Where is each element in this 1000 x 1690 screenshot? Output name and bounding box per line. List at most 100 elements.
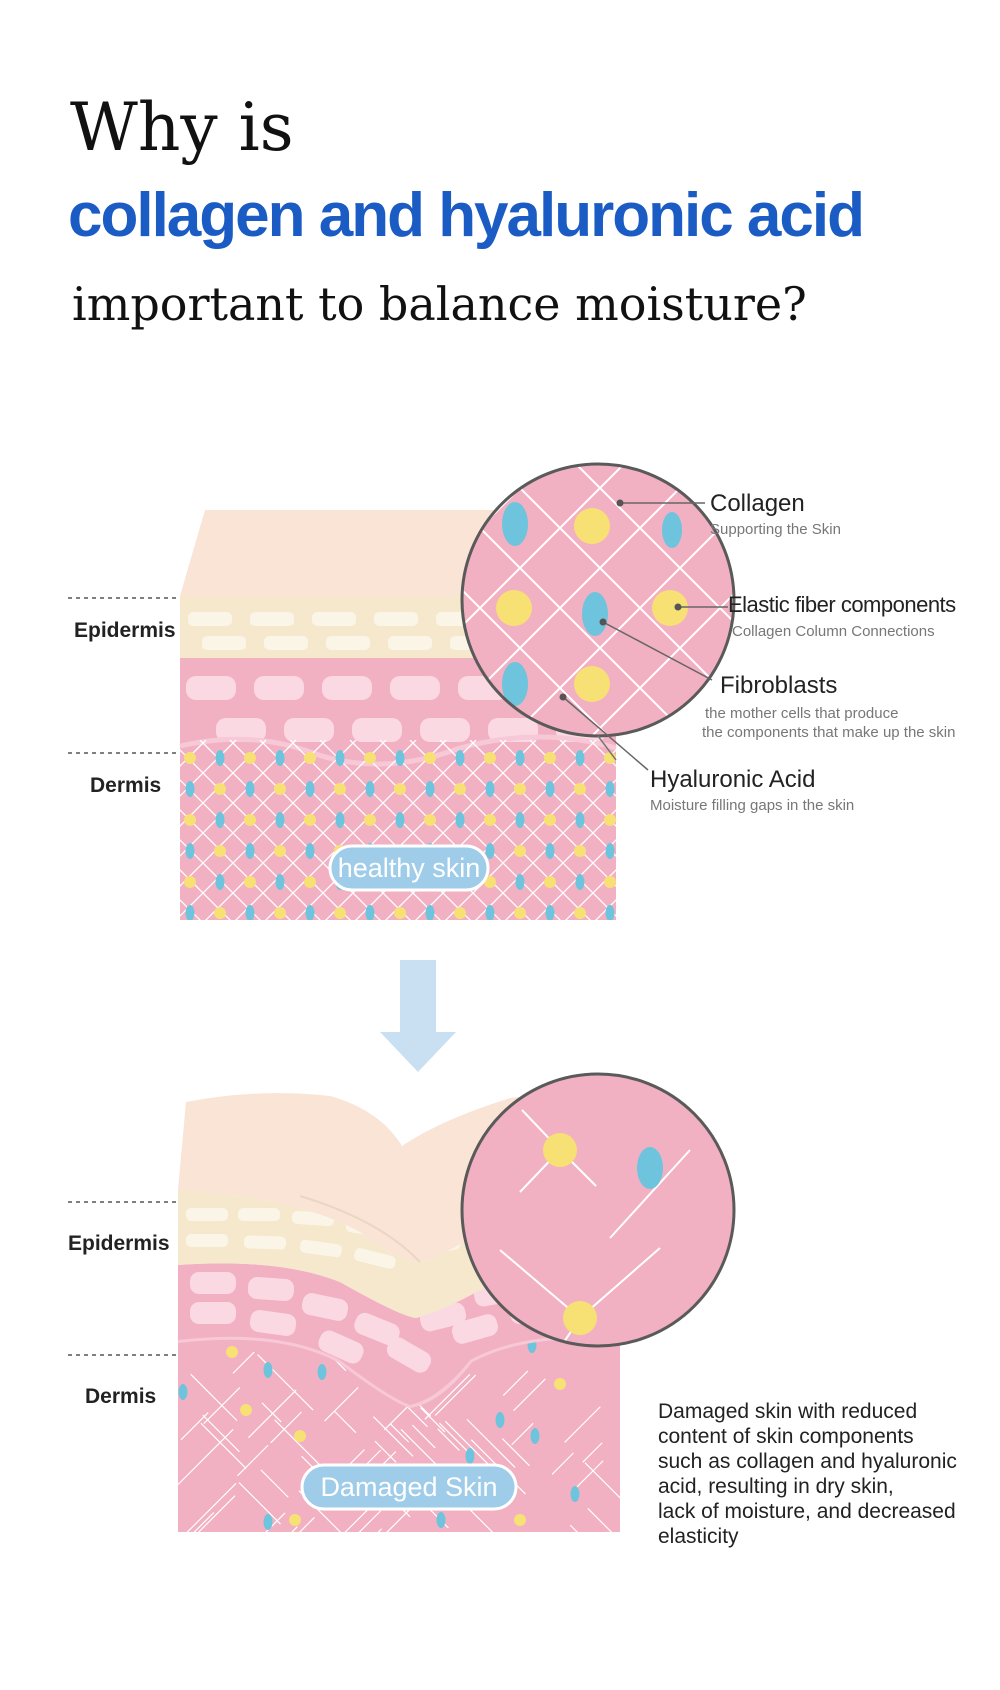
collagen-fiber [379, 740, 561, 920]
broken-fiber [238, 1482, 281, 1525]
hyaluronic-dot [395, 812, 405, 828]
epidermis-cell [238, 1208, 280, 1221]
collagen-fiber [462, 464, 721, 736]
collagen-fiber [505, 809, 616, 920]
collagen-dot [424, 752, 436, 764]
collagen-dot [364, 814, 376, 826]
collagen-fiber [0, 740, 100, 940]
broken-fiber [420, 1533, 463, 1576]
hyaluronic-dot [305, 781, 315, 797]
broken-fiber [424, 1373, 471, 1420]
fibroblasts-desc-2: the components that make up the skin [702, 724, 955, 741]
collagen-dot [544, 814, 556, 826]
broken-fiber [334, 1411, 357, 1434]
collagen-fiber [0, 740, 40, 940]
collagen-fiber [565, 869, 616, 920]
dermis-cell [352, 718, 402, 742]
hyaluronic-dot [605, 843, 615, 859]
hyaluronic-dot [425, 781, 435, 797]
broken-fiber [377, 1528, 383, 1532]
collagen-fiber [180, 899, 201, 920]
damaged-description: Damaged skin with reduced content of ski… [658, 1400, 963, 1548]
collagen-dot [574, 845, 586, 857]
broken-fiber [178, 1428, 234, 1486]
hyaluronic-dot [245, 905, 255, 920]
fibroblast-cell [502, 502, 528, 546]
broken-fiber [587, 1508, 613, 1532]
broken-fiber [186, 1482, 237, 1532]
hyaluronic-dot [365, 905, 375, 920]
hyaluronic-dot [515, 812, 525, 828]
collagen-dot [274, 907, 286, 919]
collagen-fiber [180, 740, 297, 857]
collagen-dot [514, 1514, 526, 1526]
broken-fiber [389, 1423, 410, 1443]
epidermis-cell [326, 636, 370, 650]
hyaluronic-dot [545, 781, 555, 797]
collagen-node [574, 508, 610, 544]
collagen-dot [544, 752, 556, 764]
fibroblast-leader [602, 621, 713, 681]
epidermis-cell [312, 612, 356, 626]
hyaluronic-dot [395, 750, 405, 766]
collagen-title: Collagen [710, 490, 805, 517]
collagen-desc: Supporting the Skin [710, 521, 841, 538]
collagen-dot [184, 876, 196, 888]
hyaluronic-dot [275, 874, 285, 890]
dermis-cell [190, 1272, 236, 1294]
collagen-leader-dot [616, 499, 624, 507]
broken-fiber [298, 1517, 315, 1532]
broken-fiber [470, 1509, 494, 1532]
collagen-fiber [876, 740, 1000, 940]
collagen-dot [244, 752, 256, 764]
collagen-node [496, 590, 532, 626]
collagen-dot [304, 876, 316, 888]
healthy-skin-badge-bg [328, 844, 490, 892]
damaged-description-line: content of skin components [658, 1425, 914, 1448]
collagen-dot [214, 783, 226, 795]
healthy-dermis-label: Dermis [90, 774, 161, 797]
broken-fiber [501, 1438, 530, 1467]
broken-fiber [260, 1469, 289, 1498]
healthy-epidermis-label: Epidermis [74, 619, 176, 642]
damaged-epidermis-label: Epidermis [68, 1232, 170, 1255]
collagen-fiber [409, 740, 591, 920]
broken-fiber [270, 1411, 302, 1444]
collagen-dot [304, 752, 316, 764]
broken-fiber [237, 1444, 269, 1477]
broken-fiber [420, 1407, 446, 1433]
damaged-magnifier-rim [460, 1072, 736, 1348]
broken-fiber [202, 1414, 240, 1453]
hyaluronic-dot [545, 905, 555, 920]
collagen-dot [574, 907, 586, 919]
dermis-cell [190, 1302, 236, 1324]
collagen-fiber [0, 740, 190, 940]
collagen-fiber [462, 464, 561, 736]
collagen-fiber [559, 740, 616, 797]
damaged-description-line: such as collagen and hyaluronic [658, 1450, 957, 1473]
hyaluronic-dot [455, 812, 465, 828]
hyaluronic-dot [530, 1428, 540, 1444]
collagen-fiber [462, 464, 641, 736]
broken-fiber [502, 1370, 529, 1396]
broken-fiber [444, 1420, 495, 1471]
collagen-fiber [479, 464, 734, 736]
hyaluronic-dot [527, 1340, 537, 1353]
collagen-dot [294, 1430, 306, 1442]
damaged-description-line: Damaged skin with reduced [658, 1400, 917, 1423]
epidermis-cell [188, 612, 232, 626]
collagen-dot [226, 1346, 238, 1358]
fibroblast-cell [637, 1147, 663, 1189]
down-arrow-icon [380, 960, 456, 1072]
hyaluronic-dot [275, 750, 285, 766]
damaged-skin-badge-bg [300, 1463, 518, 1511]
healthy-skin-badge: healthy skin [338, 853, 481, 883]
collagen-fiber [205, 740, 387, 920]
collagen-fiber [180, 839, 261, 920]
collagen-fiber [180, 779, 321, 920]
epidermis-cell [186, 1234, 228, 1247]
epidermis-cell [186, 1208, 228, 1221]
collagen-fiber [0, 740, 160, 940]
broken-fiber [372, 1416, 414, 1457]
